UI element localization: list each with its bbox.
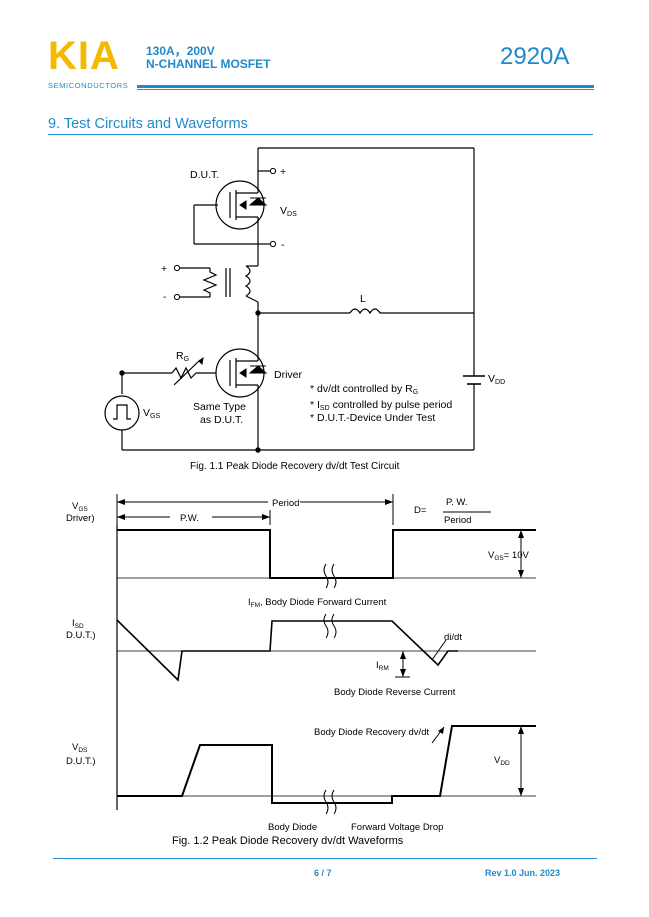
- vds-label: VDS: [280, 205, 297, 218]
- note-dut: * D.U.T.-Device Under Test: [310, 412, 435, 424]
- inductor-label: L: [360, 293, 366, 305]
- part-number: 2920A: [500, 43, 570, 70]
- figure-1-1-caption: Fig. 1.1 Peak Diode Recovery dv/dt Test …: [190, 461, 400, 472]
- page-number: 6 / 7: [314, 868, 332, 878]
- transformer-plus: +: [161, 263, 167, 275]
- product-type: N-CHANNEL MOSFET: [146, 57, 271, 71]
- section-title: 9. Test Circuits and Waveforms: [48, 116, 248, 132]
- as-dut-label: as D.U.T.: [200, 414, 243, 426]
- dut-plus-terminal: +: [280, 166, 286, 178]
- footer-rule: [53, 858, 597, 859]
- logo-subtitle: SEMICONDUCTORS: [48, 81, 129, 90]
- transformer-minus: -: [163, 291, 167, 303]
- header-rule: [137, 85, 594, 88]
- dut-minus-terminal: -: [281, 239, 285, 251]
- rg-label: RG: [176, 350, 189, 363]
- same-type-label: Same Type: [193, 401, 246, 413]
- vdd-label: VDD: [488, 373, 505, 386]
- company-logo: KIA: [48, 34, 120, 78]
- dut-label: D.U.T.: [190, 169, 219, 181]
- note-isd: * ISD controlled by pulse period: [310, 399, 452, 412]
- note-dvdt: * dv/dt controlled by RG: [310, 383, 418, 396]
- product-rating: 130A，200V: [146, 44, 215, 58]
- vgs-label: VGS: [143, 407, 160, 420]
- driver-label: Driver: [274, 369, 303, 381]
- revision-date: Rev 1.0 Jun. 2023: [485, 868, 561, 878]
- section-rule: [48, 134, 593, 135]
- header-rule-thin: [137, 89, 594, 90]
